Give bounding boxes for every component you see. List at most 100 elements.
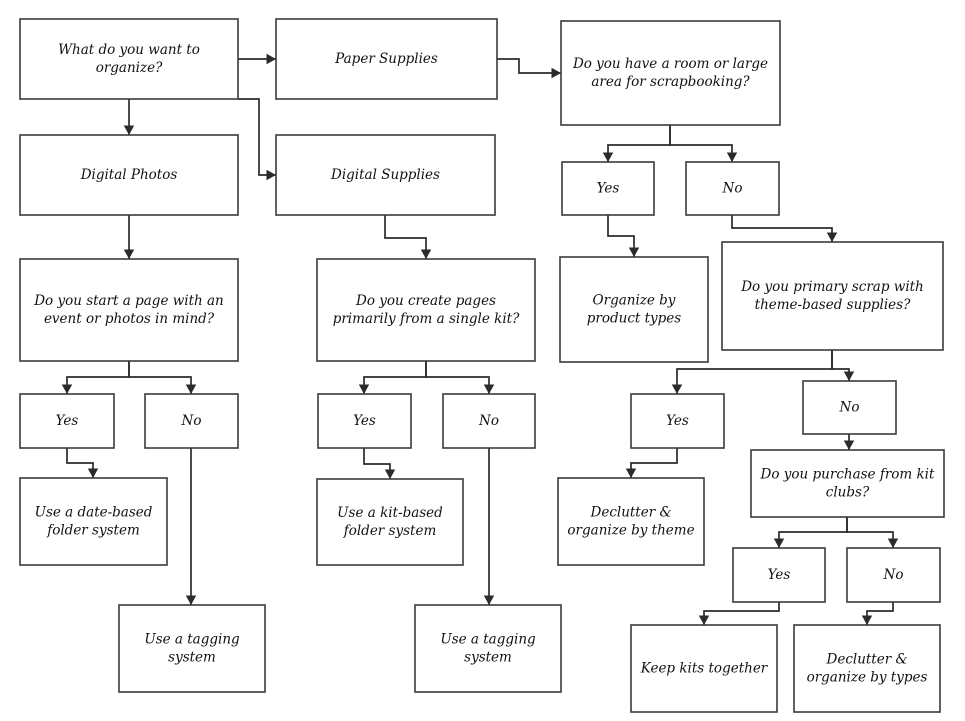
node-declutter-organize-by-theme[interactable]: Declutter &organize by theme <box>557 477 705 566</box>
node-rect[interactable] <box>19 18 239 100</box>
connector-line <box>778 517 848 548</box>
node-rect[interactable] <box>846 547 941 603</box>
node-keep-kits-together[interactable]: Keep kits together <box>630 624 778 713</box>
node-rect[interactable] <box>19 393 115 449</box>
connector-kit-clubs-yes-to-keep-kits <box>698 602 780 625</box>
node-rect[interactable] <box>442 393 536 449</box>
connector-line <box>384 215 427 259</box>
node-rect[interactable] <box>414 604 562 693</box>
arrowhead-icon <box>266 53 276 65</box>
node-rect[interactable] <box>19 477 168 566</box>
arrowhead-icon <box>843 440 855 450</box>
arrowhead-icon <box>123 125 135 135</box>
arrowhead-icon <box>625 468 637 478</box>
node-label-line: No <box>839 399 860 415</box>
node-rect[interactable] <box>19 258 239 362</box>
node-yes[interactable]: Yes <box>732 547 826 603</box>
connector-organize-to-digital-photos <box>123 99 135 135</box>
node-label-line: Digital Photos <box>80 167 178 183</box>
node-rect[interactable] <box>802 380 897 435</box>
node-no[interactable]: No <box>442 393 536 449</box>
connector-layer <box>61 53 899 625</box>
node-label: Yes <box>666 413 689 429</box>
node-declutter-organize-by-types[interactable]: Declutter &organize by types <box>793 624 941 713</box>
node-label: Digital Supplies <box>330 167 440 183</box>
node-rect[interactable] <box>19 134 239 216</box>
node-rect[interactable] <box>630 624 778 713</box>
connector-line <box>846 517 894 548</box>
node-label-line: Digital Supplies <box>330 167 440 183</box>
arrowhead-icon <box>551 67 561 79</box>
node-label-line: organize by types <box>807 669 928 685</box>
node-yes[interactable]: Yes <box>561 161 655 216</box>
node-label-line: event or photos in mind? <box>44 311 215 327</box>
node-label-line: area for scrapbooking? <box>591 74 750 90</box>
connector-theme-question-to-no <box>831 350 855 381</box>
connector-line <box>607 215 635 257</box>
node-no[interactable]: No <box>144 393 239 449</box>
node-rect[interactable] <box>557 477 705 566</box>
node-rect[interactable] <box>561 161 655 216</box>
node-label-line: Paper Supplies <box>334 51 438 67</box>
connector-line <box>425 361 490 394</box>
node-rect[interactable] <box>316 478 464 566</box>
node-rect[interactable] <box>316 258 536 362</box>
node-rect[interactable] <box>275 18 498 100</box>
node-digital-supplies[interactable]: Digital Supplies <box>275 134 496 216</box>
node-rect[interactable] <box>793 624 941 713</box>
node-label-line: product types <box>587 310 682 326</box>
node-yes[interactable]: Yes <box>630 393 725 449</box>
node-label: Digital Photos <box>80 167 178 183</box>
arrowhead-icon <box>420 249 432 259</box>
node-rect[interactable] <box>630 393 725 449</box>
node-label-line: Yes <box>597 180 620 196</box>
node-label: No <box>883 567 904 583</box>
node-no[interactable]: No <box>802 380 897 435</box>
connector-organize-to-digital-supplies <box>238 98 276 181</box>
arrowhead-icon <box>185 595 197 605</box>
arrowhead-icon <box>87 468 99 478</box>
arrowhead-icon <box>185 384 197 394</box>
node-digital-photos[interactable]: Digital Photos <box>19 134 239 216</box>
node-rect[interactable] <box>685 161 780 216</box>
node-rect[interactable] <box>559 256 709 363</box>
node-label: Yes <box>56 413 79 429</box>
arrowhead-icon <box>266 169 276 181</box>
node-rect[interactable] <box>560 20 781 126</box>
connector-page-question-to-no <box>128 361 197 394</box>
node-yes[interactable]: Yes <box>19 393 115 449</box>
arrowhead-icon <box>671 384 683 394</box>
node-rect[interactable] <box>317 393 412 449</box>
arrowhead-icon <box>123 249 135 259</box>
node-rect[interactable] <box>118 604 266 693</box>
node-rect[interactable] <box>721 241 944 351</box>
node-no[interactable]: No <box>685 161 780 216</box>
node-paper-supplies[interactable]: Paper Supplies <box>275 18 498 100</box>
node-yes[interactable]: Yes <box>317 393 412 449</box>
connector-room-question-to-yes <box>602 125 671 162</box>
connector-kit-yes-to-kit-folder <box>363 448 396 479</box>
node-no[interactable]: No <box>846 547 941 603</box>
node-rect[interactable] <box>144 393 239 449</box>
node-rect[interactable] <box>750 449 945 518</box>
node-label: No <box>839 399 860 415</box>
node-label: Declutter &organize by theme <box>567 504 694 538</box>
node-rect[interactable] <box>275 134 496 216</box>
arrowhead-icon <box>726 152 738 162</box>
node-rect[interactable] <box>732 547 826 603</box>
node-label-line: Do you create pages <box>355 293 496 309</box>
arrowhead-icon <box>887 538 899 548</box>
